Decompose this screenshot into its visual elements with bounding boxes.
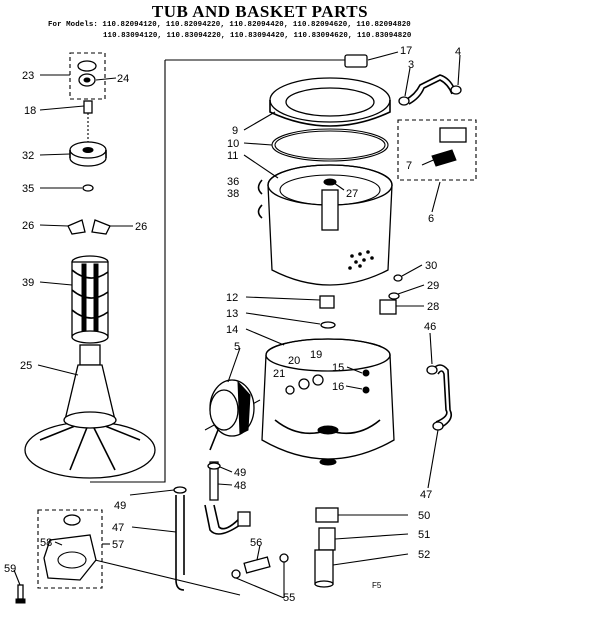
callout-26-left: 26 [22,220,34,232]
callout-10: 10 [227,138,239,150]
cam-assembly [69,141,107,167]
siphon-break-box [397,119,477,181]
clips-35-36 [257,179,263,219]
callout-16: 16 [332,381,344,393]
agitator-base [24,344,156,479]
connector-lines [90,59,345,596]
callout-58: 58 [40,537,52,549]
seal-bearing-stack [314,507,339,588]
callout-29: 29 [427,280,439,292]
inlet-hose-3-4 [398,74,462,106]
dogs-26 [67,219,111,235]
models-line-2: 110.83094120, 110.83094220, 110.83094420… [103,32,412,40]
callout-55: 55 [283,592,295,604]
callout-5: 5 [234,341,240,353]
drain-hose-38 [426,364,453,431]
callout-15: 15 [332,362,344,374]
callout-36: 38 [227,188,239,200]
callout-19: 19 [310,349,322,361]
callout-24: 24 [117,73,129,85]
callout-14: 14 [226,324,238,336]
washer-32 [82,184,94,192]
pump-bracket-box [37,509,103,589]
callout-59: 59 [4,563,16,575]
gasket-10 [271,128,389,162]
diagram-title: TUB AND BASKET PARTS [151,2,369,21]
tub-ring [269,77,391,127]
screw-59 [15,584,26,604]
leader-lines [13,51,461,599]
callout-4: 4 [455,46,461,58]
callout-11: 11 [227,150,238,162]
callout-30: 30 [425,260,437,272]
callout-27: 27 [346,188,358,200]
callout-6: 6 [428,213,434,225]
pump-5 [209,379,255,451]
callout-25: 25 [20,360,32,372]
models-line-1: For Models: 110.82094120, 110.82094220, … [48,21,411,29]
washer-13 [320,321,336,329]
callout-12: 12 [226,292,238,304]
callout-39: 39 [22,277,34,289]
callout-17: 17 [400,45,412,57]
callout-49-left: 49 [114,500,126,512]
callout-46: 46 [424,321,436,333]
callout-26-right: 26 [135,221,147,233]
nozzle-28-29-30 [379,274,403,315]
callout-56: 56 [250,537,262,549]
callout-50: 50 [418,510,430,522]
callout-38: 47 [420,489,432,501]
callout-35: 36 [227,176,239,188]
wash-basket [267,164,393,286]
hoses [173,461,289,591]
agitator-bolt [83,100,93,145]
callout-9: 9 [232,125,238,137]
callout-13: 13 [226,308,238,320]
callout-20: 20 [288,355,300,367]
agitator-auger [71,255,109,344]
callout-49-right: 49 [234,467,246,479]
callout-57: 57 [112,539,124,551]
callout-48: 48 [234,480,246,492]
callout-18: 18 [24,105,36,117]
callout-23: 23 [22,70,34,82]
page-code: F5 [372,581,382,590]
callout-labels: 17 4 3 23 24 18 32 35 26 26 39 25 9 10 1… [4,45,461,604]
callout-7: 7 [406,160,412,172]
outer-tub [261,338,395,466]
callout-31: 32 [22,150,34,162]
nut-12 [319,295,335,309]
callout-3: 3 [408,59,414,71]
callout-47: 47 [112,522,124,534]
callout-21: 21 [273,368,285,380]
callout-52: 52 [418,549,430,561]
agitator-cap-box [69,52,106,100]
tub-cover-17 [344,54,368,68]
callout-28: 28 [427,301,439,313]
callout-51: 51 [418,529,430,541]
callout-32: 35 [22,183,34,195]
